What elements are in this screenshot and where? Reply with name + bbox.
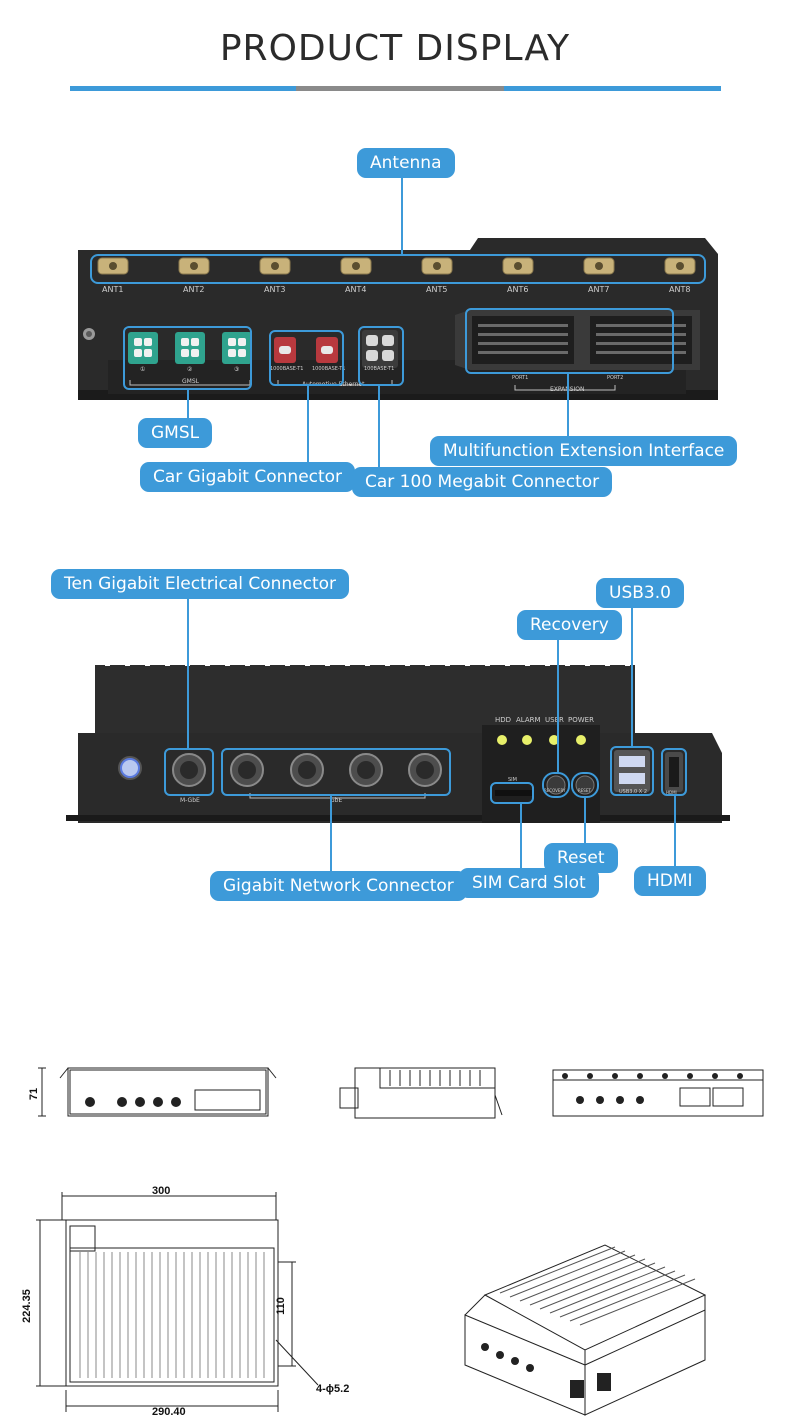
- usb-label: USB3.0: [596, 578, 684, 608]
- car-100m-label: Car 100 Megabit Connector: [352, 467, 613, 497]
- sim-label: SIM Card Slot: [459, 868, 599, 898]
- drawing-isometric-view: [464, 1244, 707, 1416]
- dim-holes: 4-ϕ5.2: [316, 1383, 350, 1395]
- silk-reset: RESET: [578, 788, 591, 793]
- title-underline-right: [504, 86, 721, 91]
- silk-port1: PORT1: [512, 375, 529, 381]
- expansion-leader: [567, 372, 569, 438]
- silk-ant8: ANT8: [669, 285, 691, 294]
- silk-gmsl-num-1: ①: [140, 366, 146, 373]
- drawing-front-view: [38, 1067, 277, 1117]
- recovery-label: Recovery: [517, 610, 622, 640]
- hdmi-label: HDMI: [634, 866, 706, 896]
- antenna-label: Antenna: [357, 148, 455, 178]
- car-gigabit-label: Car Gigabit Connector: [140, 462, 356, 492]
- silk-ant7: ANT7: [588, 285, 610, 294]
- silk-ant6: ANT6: [507, 285, 529, 294]
- silk-1000base-1: 1000BASE-T1: [270, 366, 304, 372]
- multifunction-label: Multifunction Extension Interface: [430, 436, 738, 466]
- silk-ant3: ANT3: [264, 285, 286, 294]
- dim-front-height: 71: [28, 1087, 41, 1101]
- expansion-highlight: [465, 308, 674, 374]
- hdmi-highlight: [661, 748, 687, 796]
- antenna-highlight: [90, 254, 706, 284]
- gmsl-leader: [187, 388, 189, 422]
- ten-gigabit-leader: [187, 596, 189, 750]
- device-front-panel-1: [78, 238, 718, 400]
- silk-100base: 100BASE-T1: [364, 366, 395, 372]
- gmsl-label: GMSL: [138, 418, 213, 448]
- usb-leader: [631, 605, 633, 748]
- gigabit-network-highlight: [221, 748, 451, 796]
- silk-hdmi: HDMI: [666, 790, 677, 795]
- silk-port2: PORT2: [607, 375, 624, 381]
- gmsl-highlight: [123, 326, 252, 390]
- antenna-leader: [401, 176, 403, 256]
- silk-gmsl: GMSL: [182, 378, 199, 385]
- silk-ant2: ANT2: [183, 285, 205, 294]
- car-100m-leader: [378, 384, 380, 470]
- drawing-side-view: [339, 1067, 503, 1119]
- silk-recovery: RECOVERY: [544, 788, 566, 793]
- title-underline-left: [70, 86, 296, 91]
- dim-bottom-width: 290.40: [152, 1406, 186, 1418]
- gigabit-network-label: Gigabit Network Connector: [210, 871, 467, 901]
- silk-gmsl-num-3: ③: [234, 366, 240, 373]
- sim-highlight: [490, 782, 534, 804]
- recovery-leader: [557, 637, 559, 774]
- ten-gigabit-label: Ten Gigabit Electrical Connector: [51, 569, 350, 599]
- silk-gbe: GbE: [330, 797, 343, 804]
- dim-top-width: 300: [152, 1185, 171, 1197]
- drawing-top-view: [36, 1192, 319, 1412]
- recovery-highlight: [542, 772, 570, 798]
- silk-1000base-2: 1000BASE-T1: [312, 366, 346, 372]
- silk-m-gbe: M-GbE: [180, 797, 200, 804]
- hdmi-leader: [674, 796, 676, 868]
- page-title: PRODUCT DISPLAY: [219, 28, 571, 69]
- reset-highlight: [571, 772, 599, 798]
- car-gigabit-leader: [307, 384, 309, 466]
- silk-usb: USB3.0 X 2: [619, 789, 648, 795]
- silk-power: POWER: [568, 716, 594, 724]
- silk-alarm: ALARM: [516, 716, 541, 724]
- ten-gigabit-highlight: [164, 748, 214, 796]
- title-underline-center: [296, 86, 504, 91]
- silk-sim: SIM: [508, 777, 517, 783]
- sim-leader: [520, 802, 522, 870]
- silk-hdd: HDD: [495, 716, 512, 724]
- car-100m-highlight: [358, 326, 404, 386]
- gigabit-network-leader: [330, 794, 332, 874]
- silk-ant5: ANT5: [426, 285, 448, 294]
- dim-top-depth: 224.35: [20, 1289, 33, 1323]
- silk-ant1: ANT1: [102, 285, 124, 294]
- reset-leader: [584, 796, 586, 846]
- silk-gmsl-num-2: ②: [187, 366, 193, 373]
- silk-ant4: ANT4: [345, 285, 367, 294]
- device-front-panel-2: [66, 660, 730, 823]
- usb-highlight: [610, 746, 654, 796]
- silk-user: USER: [545, 716, 564, 724]
- dim-mount-spacing: 110: [274, 1297, 287, 1315]
- car-gigabit-highlight: [269, 330, 344, 386]
- drawing-rear-view: [552, 1069, 764, 1117]
